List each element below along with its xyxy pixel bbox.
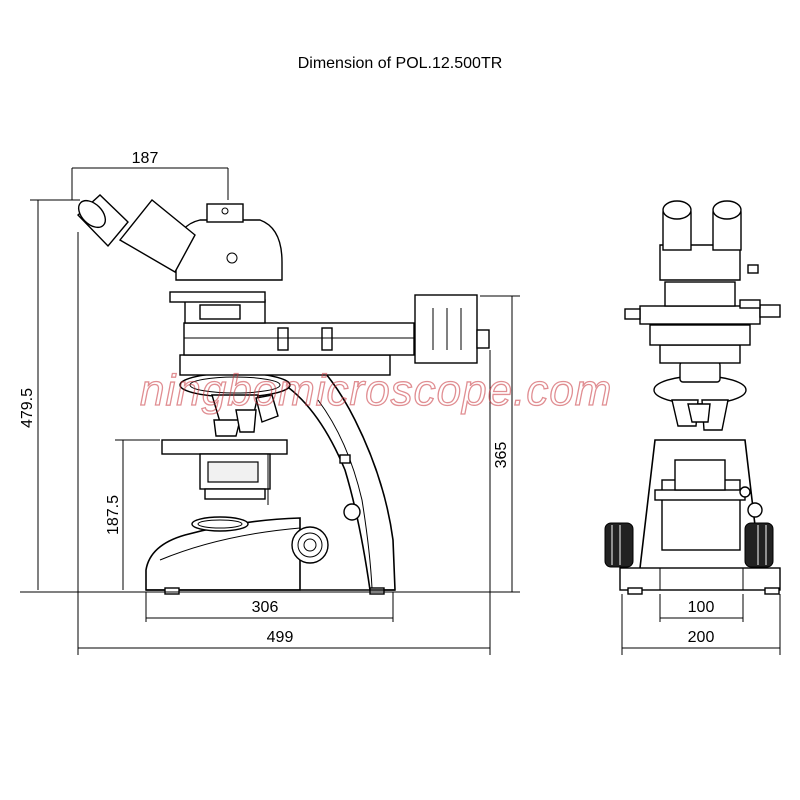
dimension-lines xyxy=(20,167,781,655)
dim-label-479-5: 479.5 xyxy=(19,388,36,428)
dim-label-200: 200 xyxy=(688,629,715,646)
dim-label-100: 100 xyxy=(688,599,715,616)
dim-label-187-5: 187.5 xyxy=(105,495,122,535)
dim-label-499: 499 xyxy=(267,629,294,646)
diagram-title: Dimension of POL.12.500TR xyxy=(297,55,503,72)
front-view-microscope xyxy=(604,200,781,595)
dim-label-365: 365 xyxy=(493,442,510,469)
dim-label-187: 187 xyxy=(132,150,159,167)
side-view-microscope xyxy=(76,194,490,595)
dim-label-306: 306 xyxy=(252,599,279,616)
watermark: ningbomicroscope.com xyxy=(140,366,612,415)
